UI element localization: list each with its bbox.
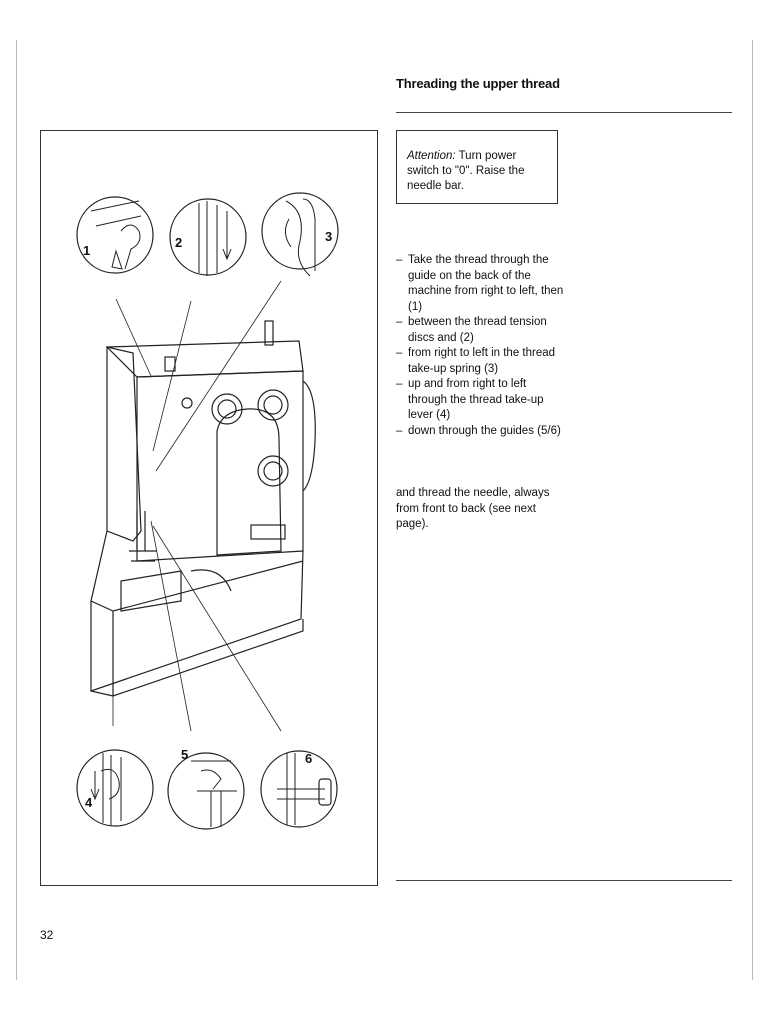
callout-label: 6 <box>305 751 312 766</box>
detail-circle-2 <box>169 198 247 276</box>
detail-circle-4 <box>76 749 154 827</box>
attention-note: Attention: Turn power switch to "0". Rai… <box>396 130 558 204</box>
list-item: up and from right to left through the th… <box>396 377 564 424</box>
detail-circle-5 <box>167 752 245 830</box>
callout-label: 2 <box>175 235 182 250</box>
sewing-machine-illustration: 1 2 3 4 5 6 <box>76 192 339 830</box>
page-number: 32 <box>40 928 54 942</box>
page-heading: Threading the upper thread <box>396 76 560 91</box>
callout-label: 4 <box>85 795 93 810</box>
heading-rule <box>396 112 732 113</box>
detail-circle-1 <box>76 196 154 274</box>
bottom-rule <box>396 880 732 881</box>
list-item: down through the guides (5/6) <box>396 424 564 440</box>
threading-steps: Take the thread through the guide on the… <box>396 253 564 439</box>
callout-label: 5 <box>181 747 188 762</box>
detail-circle-6 <box>260 750 338 828</box>
list-item: from right to left in the thread take-up… <box>396 346 564 377</box>
page-edge-left <box>16 40 17 980</box>
list-item: Take the thread through the guide on the… <box>396 253 564 315</box>
attention-text: Turn power switch to "0". Raise the need… <box>407 150 525 192</box>
list-item: between the thread tension discs and (2) <box>396 315 564 346</box>
page-edge-right <box>752 40 753 980</box>
figure-callouts: 1 2 3 4 5 6 <box>83 229 332 810</box>
attention-label: Attention: <box>407 150 456 162</box>
detail-circle-3 <box>261 192 339 270</box>
callout-label: 3 <box>325 229 332 244</box>
callout-label: 1 <box>83 243 90 258</box>
closing-paragraph: and thread the needle, always from front… <box>396 487 550 530</box>
sewing-machine-figure: 1 2 3 4 5 6 <box>40 130 378 886</box>
